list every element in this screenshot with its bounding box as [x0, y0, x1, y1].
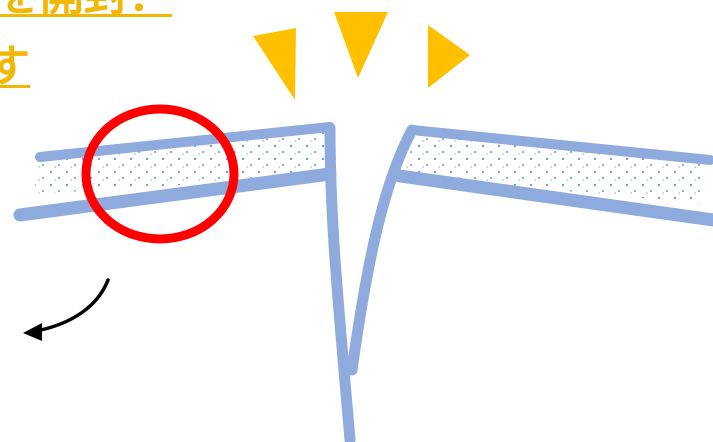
tear-right-wall — [346, 124, 418, 376]
tear-left-wall — [324, 122, 356, 442]
caption-line-1: を開封： — [0, 0, 172, 18]
right-film-dotted-layer — [402, 132, 706, 204]
tear-opening — [324, 122, 418, 442]
spark-triangle-right — [428, 25, 470, 88]
caption-line-2: す — [0, 41, 30, 92]
curved-arrow-icon — [23, 278, 110, 341]
spark-triangles-icon — [253, 12, 470, 100]
left-film-bottom-edge — [13, 167, 337, 222]
left-film-panel — [13, 122, 337, 222]
right-film-panel — [393, 125, 713, 227]
right-film-top-edge — [407, 125, 713, 165]
right-film-bottom-edge — [393, 169, 713, 227]
spark-triangle-left — [253, 28, 296, 100]
spark-triangle-center — [334, 12, 388, 78]
red-circle-highlight — [81, 104, 239, 244]
